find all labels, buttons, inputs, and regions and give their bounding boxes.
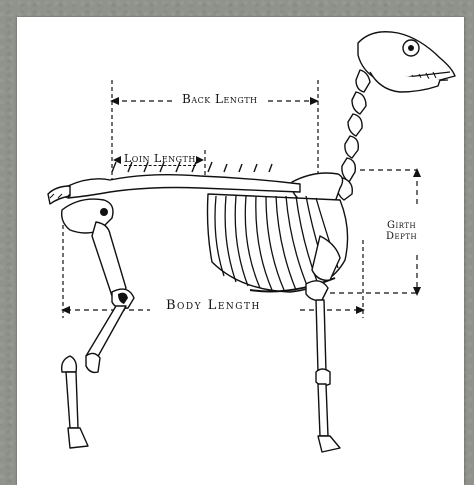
body-length-label: Body Length — [166, 298, 261, 313]
skull — [358, 32, 455, 92]
hind-leg — [62, 222, 134, 448]
loin-length-label: Loin Length — [124, 152, 196, 166]
girth-label-line1: Girth — [386, 220, 417, 231]
girth-depth-label: Girth Depth — [386, 220, 417, 242]
girth-label-line2: Depth — [386, 231, 417, 242]
back-length-label: Back Length — [182, 92, 258, 106]
